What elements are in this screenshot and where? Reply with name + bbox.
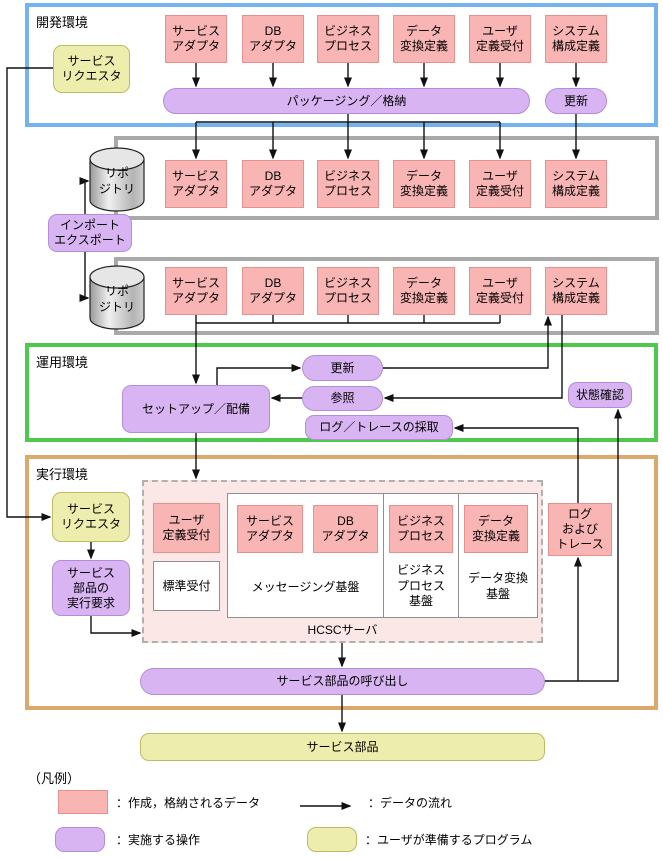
dev-db-adapter: DB アダプタ: [242, 15, 304, 63]
ops-update-operation: 更新: [302, 355, 383, 381]
ops-refer-operation: 参照: [302, 386, 383, 411]
exec-service-adapter: サービス アダプタ: [237, 505, 303, 553]
repo1-db-adapter: DB アダプタ: [242, 160, 304, 208]
repo2-business-process: ビジネス プロセス: [317, 267, 379, 315]
repo1-business-process: ビジネス プロセス: [317, 160, 379, 208]
messaging-base-label: メッセージング基盤: [251, 580, 360, 594]
repo2-data-transform: データ 変換定義: [393, 267, 455, 315]
dev-service-requester: サービス リクエスタ: [53, 45, 130, 93]
legend-user-program-label: ：ユーザが準備するプログラム: [365, 833, 533, 847]
exec-data-transform: データ 変換定義: [464, 505, 528, 553]
repository-label-1: リポ ジトリ: [98, 166, 135, 196]
legend-purple-swatch: [55, 827, 105, 852]
base-divider-1: [383, 493, 384, 618]
repo2-db-adapter: DB アダプタ: [242, 267, 304, 315]
legend-title: （凡例）: [28, 771, 81, 786]
log-trace-collect-operation: ログ／トレースの採取: [305, 415, 453, 440]
standard-reception: 標準受付: [153, 561, 220, 611]
import-export-operation: インポート エクスポート: [48, 214, 132, 252]
repository-cylinder-1: [89, 147, 145, 212]
dev-service-adapter: サービス アダプタ: [165, 15, 227, 63]
repo1-data-transform: データ 変換定義: [393, 160, 455, 208]
legend-created-data-label: ：作成，格納されるデータ: [116, 796, 261, 810]
repo1-service-adapter: サービス アダプタ: [165, 160, 227, 208]
ops-environment-label: 運用環境: [36, 355, 89, 370]
setup-deploy-operation: セットアップ／配備: [122, 385, 270, 433]
status-check-operation: 状態確認: [568, 382, 632, 408]
legend-data-flow-label: ：データの流れ: [368, 796, 453, 810]
dev-update-operation: 更新: [545, 88, 607, 114]
dev-business-process: ビジネス プロセス: [317, 15, 379, 63]
repo1-user-reception: ユーザ 定義受付: [469, 160, 531, 208]
exec-environment-label: 実行環境: [36, 467, 89, 482]
dev-environment-frame: [25, 3, 658, 127]
service-exec-request-operation: サービス 部品の 実行要求: [52, 560, 130, 616]
dev-user-reception: ユーザ 定義受付: [469, 15, 531, 63]
repository-label-2: リポ ジトリ: [98, 284, 135, 314]
service-part: サービス部品: [140, 733, 545, 761]
repo2-system-config: システム 構成定義: [545, 267, 607, 315]
packaging-store-operation: パッケージング／格納: [163, 88, 530, 114]
repository-cylinder-2: [89, 265, 145, 330]
service-part-call-operation: サービス部品の呼び出し: [140, 668, 545, 695]
dev-system-config: システム 構成定義: [545, 15, 607, 63]
business-process-base-label: ビジネス プロセス 基盤: [396, 563, 445, 609]
base-divider-2: [458, 493, 459, 618]
repo2-user-reception: ユーザ 定義受付: [469, 267, 531, 315]
data-transform-base-label: データ変換 基盤: [467, 571, 528, 601]
exec-user-reception: ユーザ 定義受付: [153, 503, 220, 553]
legend-operation-label: ：実施する操作: [116, 833, 201, 847]
legend-yellow-swatch: [307, 827, 357, 852]
hcsc-server-label: HCSCサーバ: [307, 623, 378, 637]
log-and-trace: ログ および トレース: [548, 503, 612, 556]
dev-environment-label: 開発環境: [36, 15, 89, 30]
exec-db-adapter: DB アダプタ: [313, 505, 378, 553]
legend-pink-swatch: [58, 790, 108, 814]
dev-data-transform: データ 変換定義: [393, 15, 455, 63]
repo2-service-adapter: サービス アダプタ: [165, 267, 227, 315]
exec-business-process: ビジネス プロセス: [389, 505, 453, 553]
exec-service-requester: サービス リクエスタ: [52, 492, 130, 542]
repo1-system-config: システム 構成定義: [545, 160, 607, 208]
